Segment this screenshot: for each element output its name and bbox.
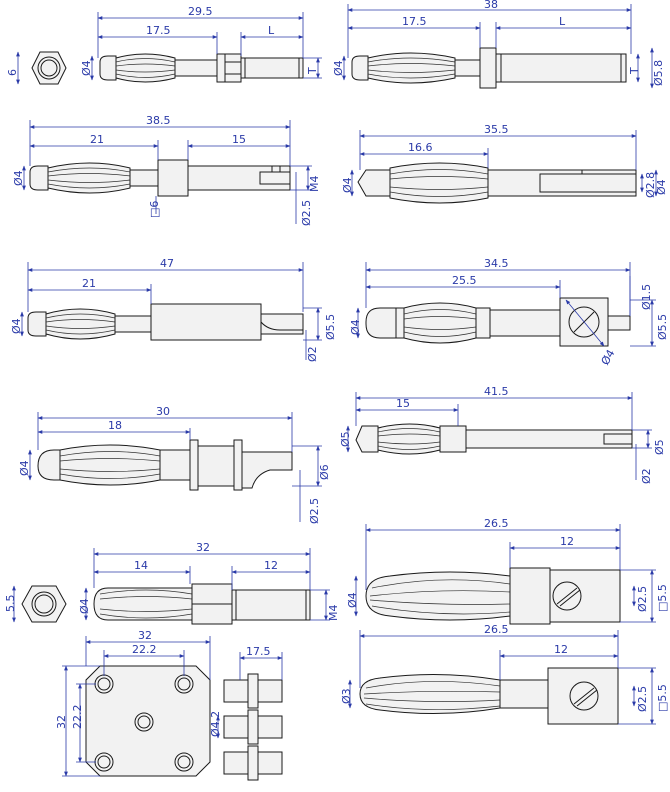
dim-sq: □5.5 (656, 684, 669, 712)
dim-dia: Ø4.2 (209, 711, 222, 737)
dim-dia: Ø4 (18, 460, 31, 476)
dim-ha: 22.2 (71, 705, 84, 730)
plug-drawing-6: 34.5 25.5 Ø4 Ø1.5 Ø5.5 Ø4 (349, 257, 669, 367)
dim-b: L (559, 15, 566, 28)
dim-dia: Ø4 (80, 60, 93, 76)
dim-total: 41.5 (484, 385, 509, 398)
dim-h: 32 (55, 715, 68, 729)
dim-sq: □5.5 (656, 584, 669, 612)
plug-drawing-11: 32 22.2 32 22.2 17.5 Ø4.2 (55, 629, 283, 781)
dim-dia: Ø4 (346, 592, 359, 608)
dim-dia: Ø4 (341, 177, 354, 193)
dim-total: 26.5 (484, 517, 509, 530)
dim-d2: Ø1.5 (640, 284, 653, 310)
dim-nut: 5.5 (4, 595, 17, 613)
dim-total: 29.5 (188, 5, 213, 18)
dim-d3: Ø2 (306, 346, 319, 362)
dim-a: 14 (134, 559, 148, 572)
dim-m: M4 (327, 605, 340, 622)
base-plate (85, 665, 211, 777)
hex-nut-view (21, 585, 67, 623)
dim-side: 17.5 (246, 645, 271, 658)
dim-dia: Ø5 (339, 431, 352, 447)
dim-a: 22.2 (132, 643, 157, 656)
dim-w: 32 (138, 629, 152, 642)
dim-nut: 6 (6, 69, 19, 76)
dim-d2: Ø2.5 (636, 686, 649, 712)
plug-drawing-8: 41.5 15 Ø5 Ø5 Ø2 (339, 385, 666, 484)
dim-a: 25.5 (452, 274, 477, 287)
dim-dia: Ø4 (78, 598, 91, 614)
dim-a: 16.6 (408, 141, 433, 154)
dim-total: 34.5 (484, 257, 509, 270)
spring-contact (115, 53, 176, 83)
side-view (223, 673, 283, 781)
dim-total: 26.5 (484, 623, 509, 636)
dim-d2: Ø2.5 (636, 586, 649, 612)
dim-sq: □6 (148, 201, 161, 218)
dim-total: 38.5 (146, 114, 171, 127)
hex-nut-view (31, 51, 67, 85)
plug-drawing-3: 38.5 21 15 Ø4 □6 Ø2.5 M4 (12, 114, 321, 226)
plug-drawing-1: 6 29.5 17.5 L Ø4 T (6, 5, 322, 85)
dim-d4: Ø4 (599, 347, 618, 367)
dim-b: 12 (560, 535, 574, 548)
dim-d3: Ø2.5 (308, 498, 321, 524)
dim-a: 21 (82, 277, 96, 290)
dim-d2: Ø6 (318, 464, 331, 480)
dim-b: L (268, 24, 275, 37)
dim-d3: Ø5.5 (656, 314, 669, 340)
dim-t: T (628, 67, 641, 75)
dim-dia: Ø4 (10, 318, 23, 334)
dim-a: 17.5 (146, 24, 171, 37)
dim-total: 30 (156, 405, 170, 418)
dim-d3: Ø2 (640, 468, 653, 484)
plug-drawing-7: 30 18 Ø4 Ø6 Ø2.5 (18, 405, 331, 524)
plug-drawing-5: 47 21 Ø4 Ø5.5 Ø2 (10, 257, 337, 362)
dim-total: 32 (196, 541, 210, 554)
dim-b: 12 (554, 643, 568, 656)
dim-dia: Ø3 (340, 688, 353, 704)
dim-dia: Ø4 (12, 170, 25, 186)
dim-total: 35.5 (484, 123, 509, 136)
plug-drawing-10: 26.5 12 Ø4 Ø2.5 □5.5 (346, 517, 669, 625)
plug-drawing-4: 35.5 16.6 Ø4 Ø2.8 Ø4 (341, 123, 668, 204)
dim-total: 38 (484, 0, 498, 11)
dim-m: M4 (308, 176, 321, 193)
dim-dia: Ø4 (332, 60, 345, 76)
dim-dia: Ø4 (349, 319, 362, 335)
dim-a: 18 (108, 419, 122, 432)
dim-d2: Ø2.8 (644, 172, 657, 198)
dim-d2: Ø5.8 (652, 60, 665, 86)
dim-a: 17.5 (402, 15, 427, 28)
plug-drawing-9: 5.5 32 14 12 Ø4 M4 (4, 541, 340, 625)
plug-drawing-12: 26.5 12 Ø3 Ø2.5 □5.5 (340, 623, 669, 725)
dim-b: 12 (264, 559, 278, 572)
dim-d2: Ø5 (653, 439, 666, 455)
dim-a: 15 (396, 397, 410, 410)
dim-a: 21 (90, 133, 104, 146)
dim-d2: Ø5.5 (324, 314, 337, 340)
dim-b: 15 (232, 133, 246, 146)
dim-t: T (306, 67, 319, 75)
dim-total: 47 (160, 257, 174, 270)
plug-drawing-2: 38 17.5 L Ø4 T Ø5.8 (332, 0, 665, 89)
dim-d2: Ø2.5 (300, 200, 313, 226)
dim-d3: Ø4 (655, 179, 668, 195)
